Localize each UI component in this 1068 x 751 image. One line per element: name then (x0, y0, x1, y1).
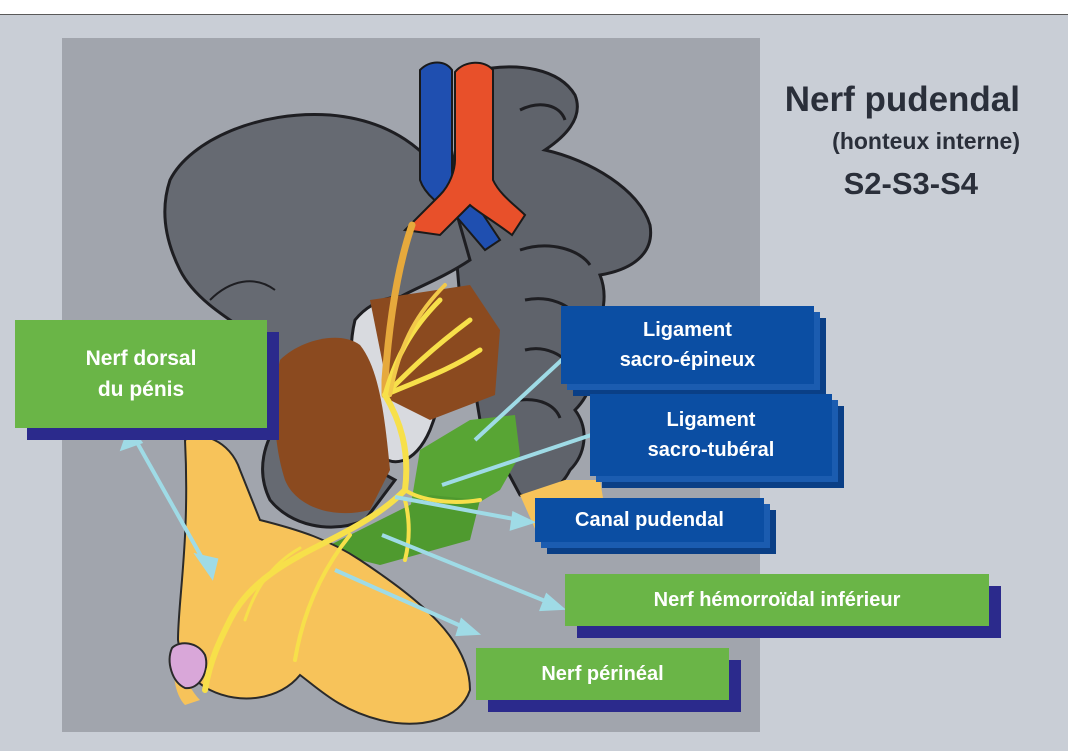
label-ligament-sacro-tuberal: Ligament sacro-tubéral (590, 394, 832, 476)
title-main: Nerf pudendal (690, 80, 1020, 120)
title-subtitle: (honteux interne) (690, 124, 1020, 158)
label-text: Nerf hémorroïdal inférieur (654, 589, 901, 612)
label-text: Ligament sacro-épineux (620, 315, 756, 375)
label-text: Nerf périnéal (541, 663, 663, 686)
label-text: Canal pudendal (575, 509, 724, 532)
label-nerf-hemorroidal-inferieur: Nerf hémorroïdal inférieur (565, 574, 989, 626)
label-nerf-dorsal-du-penis: Nerf dorsal du pénis (15, 320, 267, 428)
label-nerf-perineal: Nerf périnéal (476, 648, 729, 700)
label-canal-pudendal: Canal pudendal (535, 498, 764, 542)
label-text: Nerf dorsal du pénis (86, 343, 197, 405)
label-text: Ligament sacro-tubéral (648, 405, 775, 465)
figure-title: Nerf pudendal (honteux interne) S2-S3-S4 (690, 80, 1020, 204)
label-ligament-sacro-epineux: Ligament sacro-épineux (561, 306, 814, 384)
title-segments: S2-S3-S4 (690, 164, 1020, 204)
